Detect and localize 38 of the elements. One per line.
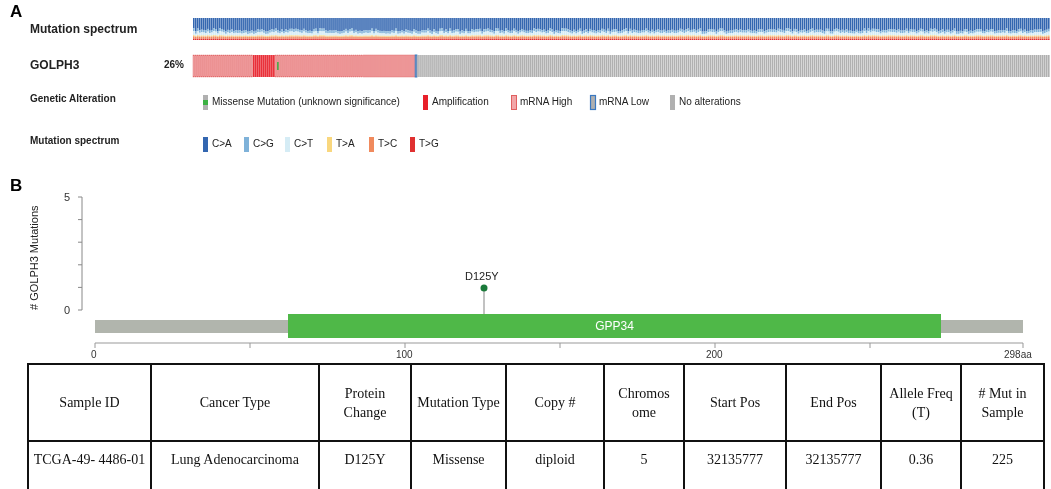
legend-label: Amplification bbox=[432, 96, 489, 107]
legend-heading: Genetic Alteration bbox=[30, 93, 116, 104]
legend-label: Missense Mutation (unknown significance) bbox=[212, 96, 400, 107]
track-label: GOLPH3 bbox=[30, 58, 80, 72]
column-header: Chromos ome bbox=[604, 364, 684, 441]
legend-heading: Mutation spectrum bbox=[30, 135, 120, 146]
column-header: Protein Change bbox=[319, 364, 411, 441]
legend-label: C>A bbox=[212, 138, 232, 149]
axis-tick-label: 100 bbox=[396, 349, 413, 360]
column-header: Mutation Type bbox=[411, 364, 506, 441]
column-header: Start Pos bbox=[684, 364, 786, 441]
legend-label: T>C bbox=[378, 138, 398, 149]
legend-label: mRNA High bbox=[520, 96, 573, 107]
axis-tick-label: 298aa bbox=[1004, 349, 1032, 360]
legend-label: No alterations bbox=[679, 96, 741, 107]
percent-label: 26% bbox=[164, 59, 184, 70]
column-header: Cancer Type bbox=[151, 364, 319, 441]
legend-label: mRNA Low bbox=[599, 96, 649, 107]
axis-tick-label: 200 bbox=[706, 349, 723, 360]
legend-label: T>A bbox=[336, 138, 355, 149]
panel-letter: B bbox=[10, 176, 23, 196]
column-header: # Mut in Sample bbox=[961, 364, 1044, 441]
axis-tick-label: 5 bbox=[64, 191, 71, 203]
column-header: End Pos bbox=[786, 364, 881, 441]
column-header: Allele Freq (T) bbox=[881, 364, 961, 441]
column-header: Copy # bbox=[506, 364, 604, 441]
table-value: TCGA-49- 4486-01 bbox=[28, 441, 151, 489]
column-header: Sample ID bbox=[28, 364, 151, 441]
panel-letter: A bbox=[10, 2, 23, 22]
axis-tick-label: 0 bbox=[91, 349, 97, 360]
mutation-label: D125Y bbox=[465, 270, 499, 282]
legend-label: C>G bbox=[253, 138, 274, 149]
axis-tick-label: 0 bbox=[64, 304, 71, 316]
track-label: Mutation spectrum bbox=[30, 22, 138, 36]
axis-title: # GOLPH3 Mutations bbox=[28, 205, 40, 310]
domain-bar: GPP34 bbox=[288, 314, 941, 338]
legend-label: T>G bbox=[419, 138, 439, 149]
legend-label: C>T bbox=[294, 138, 314, 149]
